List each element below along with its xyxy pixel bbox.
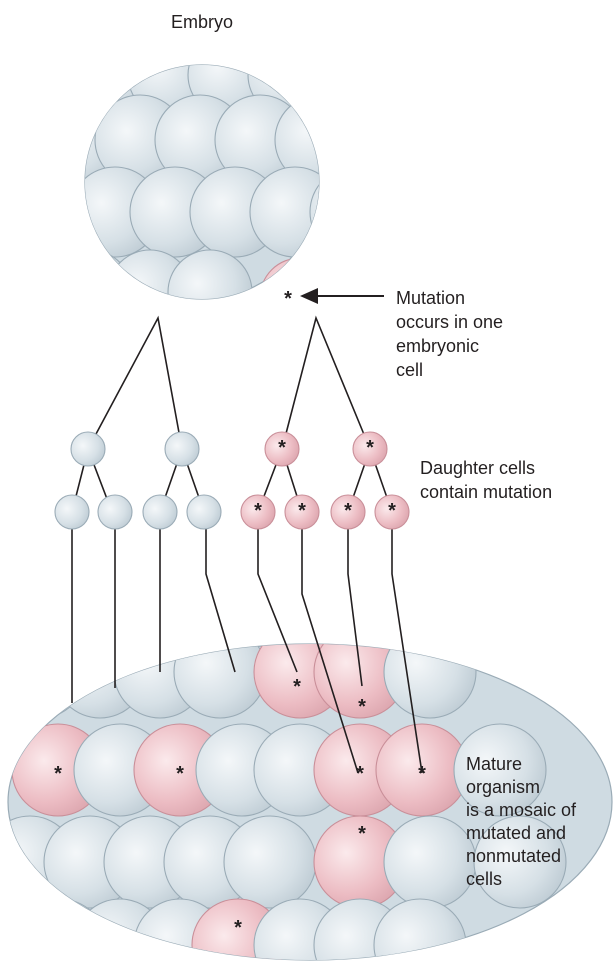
organism-cell — [384, 816, 476, 908]
embryo-cell — [8, 33, 92, 117]
daughter-mutation-marker: * — [278, 437, 286, 459]
daughter-cell — [98, 495, 132, 529]
embryo-mutated-cell — [260, 258, 340, 338]
embryo-cell — [308, 33, 392, 117]
embryo — [8, 33, 400, 338]
embryo-cell — [310, 167, 400, 257]
embryo-cell — [168, 250, 252, 334]
daughter-mutation-marker: * — [388, 500, 396, 522]
organism-cell — [384, 626, 476, 718]
lineage-line — [282, 318, 370, 449]
organism-mutation-marker: * — [54, 763, 62, 785]
daughter-mutation-marker: * — [344, 500, 352, 522]
daughter-cell — [55, 495, 89, 529]
organism-mutation-marker: * — [356, 763, 364, 785]
mutation-arrow — [300, 288, 384, 304]
mutation-occurs-label: Mutation occurs in one embryonic cell — [396, 288, 508, 380]
organism-mutation-marker: * — [176, 763, 184, 785]
organism-mutation-marker: * — [234, 917, 242, 939]
embryo-label: Embryo — [171, 12, 233, 32]
daughter-cells: * * * * * * — [55, 432, 409, 529]
daughter-mutation-marker: * — [366, 437, 374, 459]
daughter-cells-label: Daughter cells contain mutation — [420, 458, 552, 502]
organism-mutation-marker: * — [358, 696, 366, 718]
organism-cell — [224, 816, 316, 908]
daughter-cell — [71, 432, 105, 466]
mutation-marker: * — [284, 288, 292, 310]
organism-cell — [174, 626, 266, 718]
daughter-cell — [143, 495, 177, 529]
organism-mutation-marker: * — [293, 676, 301, 698]
daughter-mutation-marker: * — [254, 500, 262, 522]
embryo-cell — [288, 250, 372, 334]
organism-mutation-marker: * — [418, 763, 426, 785]
embryo-cell — [250, 167, 340, 257]
lineage-line — [88, 318, 182, 449]
daughter-mutation-marker: * — [298, 500, 306, 522]
daughter-cell — [187, 495, 221, 529]
daughter-cell — [165, 432, 199, 466]
lineage-line — [206, 512, 235, 672]
organism-mutation-marker: * — [358, 823, 366, 845]
